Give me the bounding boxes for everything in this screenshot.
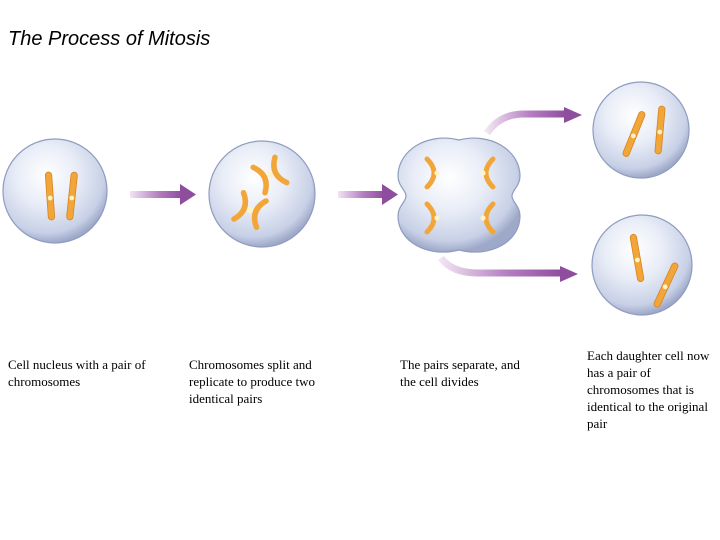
cell-parent	[2, 138, 108, 244]
arrow-right-icon	[338, 184, 398, 205]
cell-daughter-bottom	[591, 214, 693, 316]
arrow-down-right-icon	[438, 255, 578, 282]
caption-step-4: Each daughter cell now has a pair of chr…	[587, 348, 710, 431]
arrow-right-icon	[130, 184, 196, 205]
caption-step-1: Cell nucleus with a pair of chromosomes	[8, 357, 146, 389]
caption-step-3: The pairs separate, and the cell divides	[400, 357, 520, 389]
page-title: The Process of Mitosis	[8, 28, 211, 50]
cell-replicated	[208, 140, 316, 248]
cell-dividing	[397, 137, 521, 253]
caption-step-2: Chromosomes split and replicate to produ…	[189, 357, 315, 406]
cell-daughter-top	[592, 81, 690, 179]
arrow-up-right-icon	[484, 107, 582, 136]
